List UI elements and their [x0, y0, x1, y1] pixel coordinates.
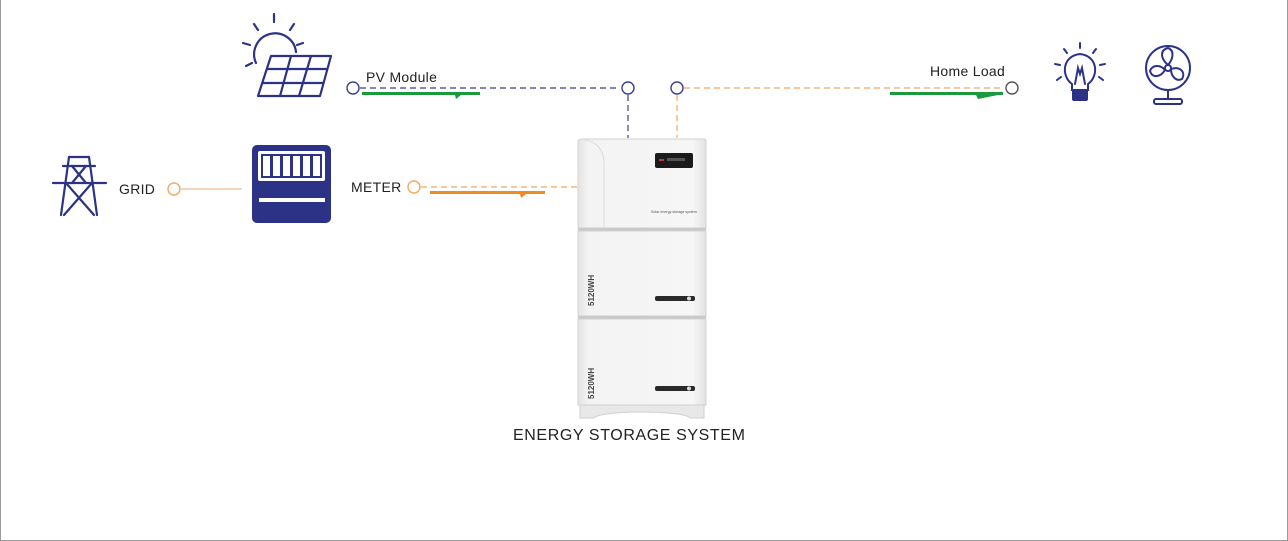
home-load-connection: [670, 81, 1019, 138]
battery-1-indicator: [655, 296, 695, 301]
grid-connection: [167, 182, 242, 196]
pv-flow-arrow: [362, 92, 480, 99]
home-load-label: Home Load: [930, 63, 1006, 79]
solar-panel-icon: [256, 54, 333, 98]
meter-connection: [407, 180, 578, 198]
pv-module-label: PV Module: [366, 69, 438, 85]
meter-flow-arrow: [430, 191, 545, 198]
battery-2-indicator: [655, 386, 695, 391]
meter-label: METER: [351, 179, 402, 195]
home-load-flow-arrow: [890, 92, 1003, 99]
device-panel-text: Solar energy storage system: [651, 210, 697, 214]
light-bulb-icon: [1054, 42, 1106, 101]
system-title: ENERGY STORAGE SYSTEM: [513, 427, 746, 444]
transmission-tower-icon: [51, 155, 108, 217]
battery-2-label: 5120WH: [587, 368, 596, 399]
battery-1-label: 5120WH: [587, 275, 596, 306]
fan-icon: [1145, 45, 1191, 105]
grid-label: GRID: [119, 181, 156, 197]
sun-icon: [241, 12, 305, 68]
pv-connection: [346, 81, 635, 138]
electric-meter-icon: [252, 145, 331, 223]
energy-storage-cabinet: Solar energy storage system 5120WH 5120W…: [577, 138, 707, 419]
